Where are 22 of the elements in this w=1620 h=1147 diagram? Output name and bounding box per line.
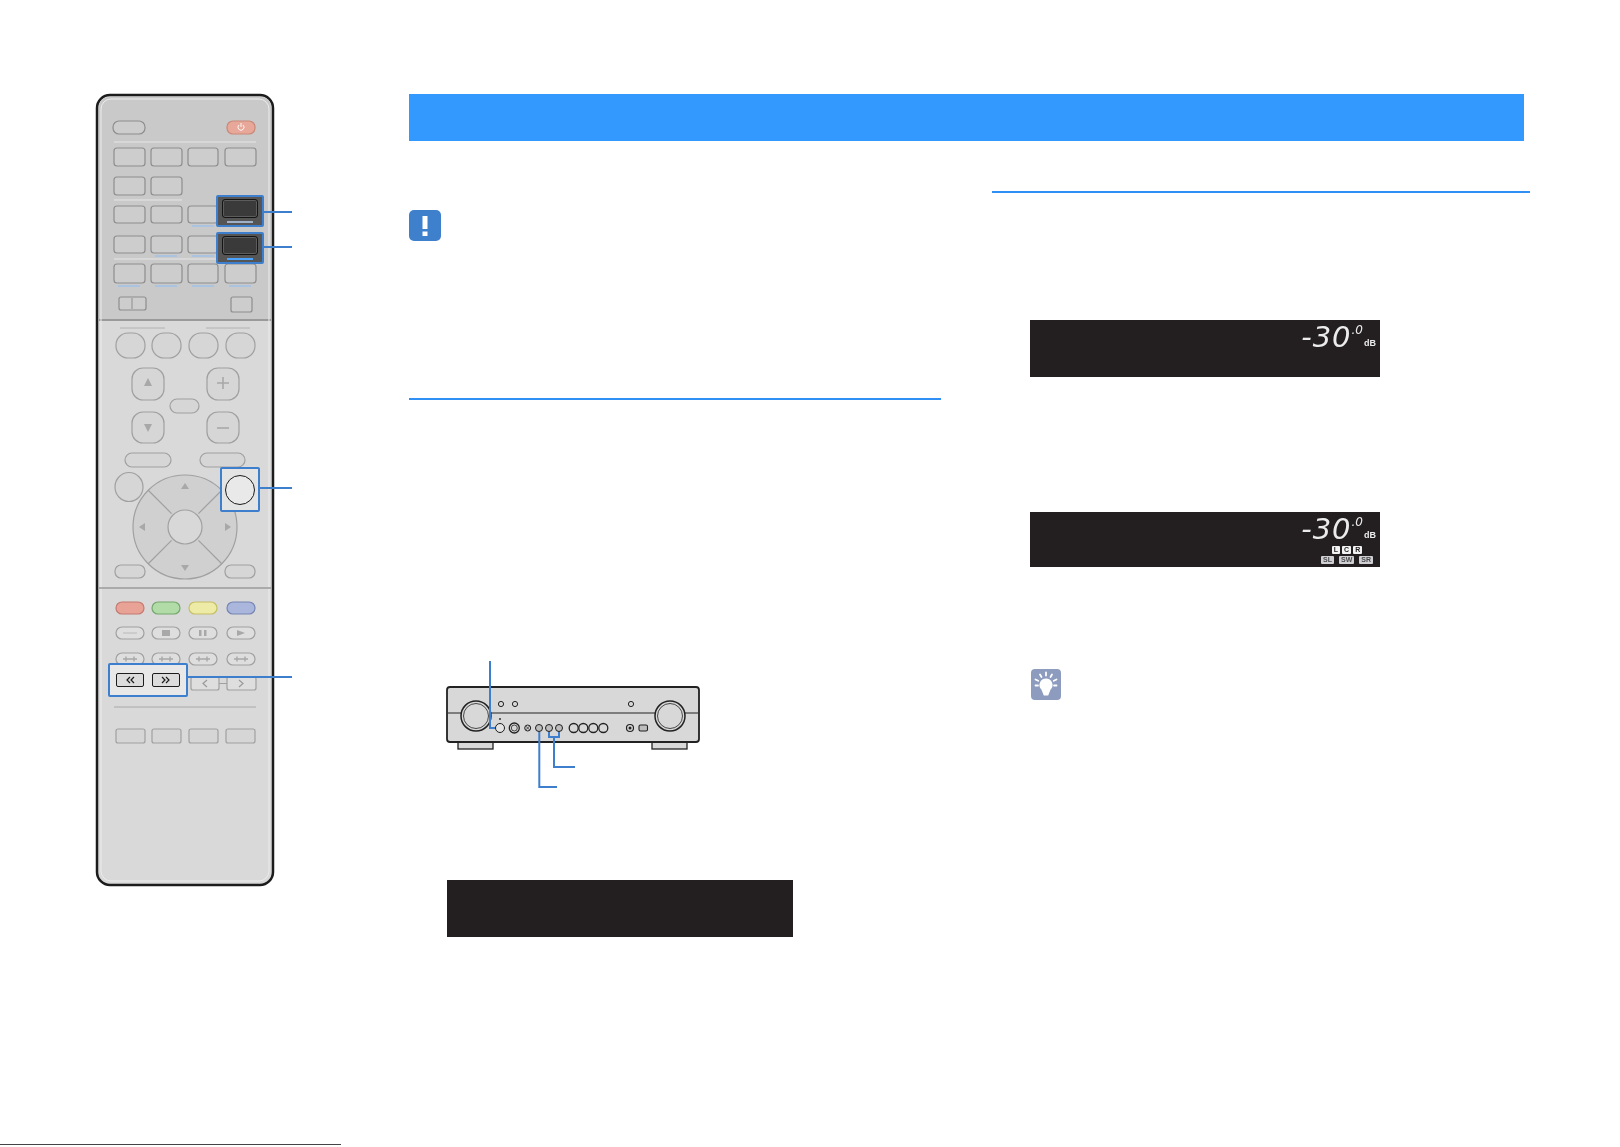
highlighted-button	[220, 467, 260, 512]
panel-button	[545, 724, 553, 732]
title-bar	[409, 94, 1524, 141]
display-panel	[447, 880, 793, 937]
panel-button	[535, 724, 544, 732]
highlighted-button-pair	[108, 663, 188, 697]
leader-line	[538, 731, 558, 788]
display-panel	[1030, 320, 1380, 377]
volume-readout: -30$^{.0}$	[1301, 322, 1363, 352]
highlighted-button	[216, 232, 264, 264]
leader-line	[259, 487, 293, 489]
leader-line	[263, 211, 293, 213]
leader-line	[263, 246, 293, 248]
display-panel	[1030, 512, 1380, 567]
leader-line	[489, 660, 496, 729]
panel-button	[555, 724, 563, 732]
highlighted-button	[216, 195, 264, 227]
power-button	[495, 723, 505, 733]
unit-label: dB	[1364, 338, 1376, 348]
volume-readout: -30$^{.0}$	[1301, 514, 1363, 544]
leader-line	[187, 676, 293, 678]
unit-label: dB	[1364, 530, 1376, 540]
